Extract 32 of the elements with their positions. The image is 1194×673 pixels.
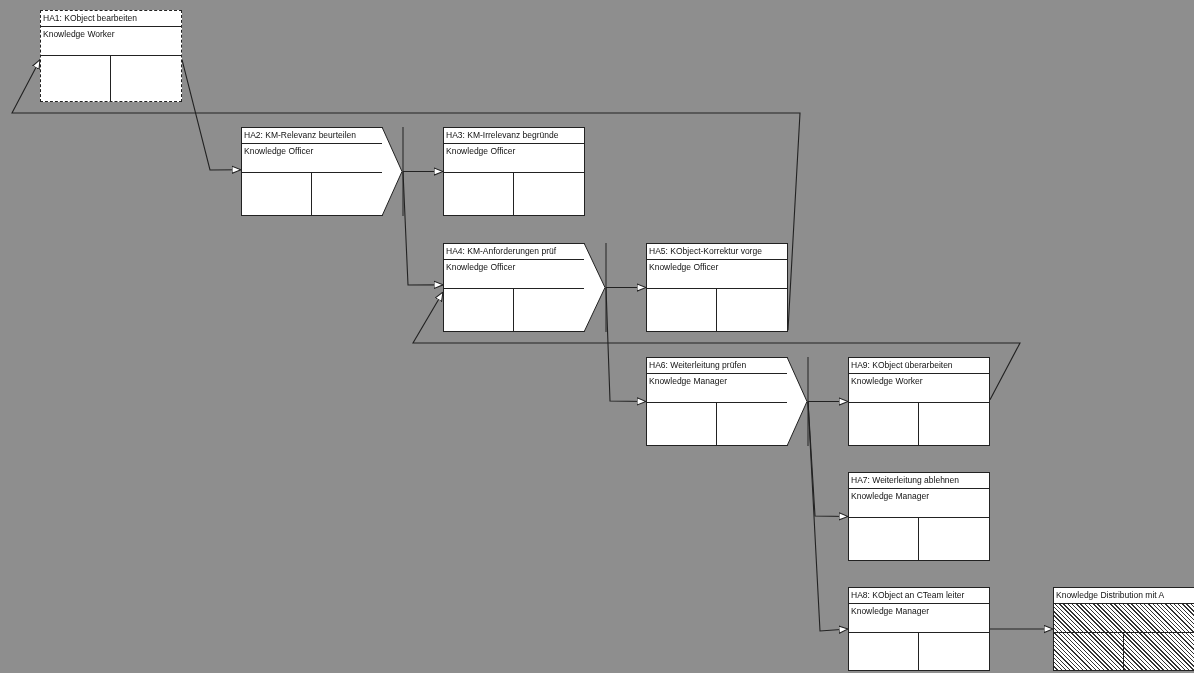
role-label: Knowledge Worker	[41, 27, 181, 56]
arrow	[412, 291, 1021, 401]
activity-title: HA3: KM-Irrelevanz begründe	[444, 128, 584, 144]
arrow	[181, 59, 242, 174]
decision-activity-box	[646, 357, 808, 446]
role-label: Knowledge Manager	[849, 604, 989, 633]
activity-box	[646, 243, 788, 332]
role-label: Knowledge Officer	[647, 260, 787, 289]
activity-title: HA1: KObject bearbeiten	[41, 11, 181, 27]
arrow	[605, 283, 647, 292]
activity-box	[40, 10, 182, 102]
activity-box	[848, 587, 990, 671]
decision-activity-box	[443, 243, 606, 332]
arrow	[807, 400, 849, 634]
activity-box	[1053, 587, 1194, 671]
arrow	[402, 167, 444, 176]
decision-activity-box	[241, 127, 403, 216]
activity-title: HA9: KObject überarbeiten	[849, 358, 989, 374]
activity-box	[848, 357, 990, 446]
activity-box	[848, 472, 990, 561]
activity-title: Knowledge Distribution mit A	[1054, 588, 1194, 604]
activity-title: HA8: KObject an CTeam leiter	[849, 588, 989, 604]
activity-box	[443, 127, 585, 216]
arrow	[807, 397, 849, 406]
role-label: Knowledge Officer	[444, 144, 584, 173]
role-label: Knowledge Manager	[849, 489, 989, 518]
activity-title: HA7: Weiterleitung ablehnen	[849, 473, 989, 489]
arrow	[605, 286, 647, 406]
role-label: Knowledge Worker	[849, 374, 989, 403]
arrow	[402, 170, 444, 289]
arrow	[989, 624, 1054, 634]
activity-title: HA5: KObject-Korrektur vorge	[647, 244, 787, 260]
